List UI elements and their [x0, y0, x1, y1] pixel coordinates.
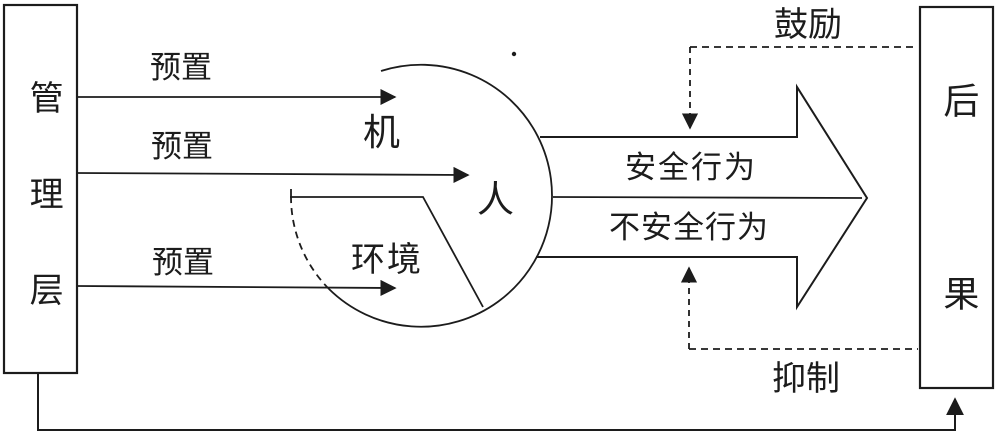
- unsafe-behavior-label: 不安全行为: [609, 210, 769, 245]
- system-circle-arc: [328, 63, 553, 328]
- safe-behavior-label: 安全行为: [625, 150, 757, 185]
- preset-arrow-3: [76, 279, 397, 297]
- print-dot: [511, 51, 517, 57]
- preset-arrow-2: [76, 166, 470, 184]
- behavior-arrow-divider: [552, 196, 863, 199]
- preset-label-1: 预置: [150, 50, 212, 85]
- preset-label-2: 预置: [151, 129, 213, 164]
- management-box: [2, 3, 79, 375]
- person-label: 人: [477, 179, 514, 220]
- consequence-box: [918, 5, 995, 390]
- machine-label: 机: [363, 112, 400, 153]
- feedback-loop-line: [37, 373, 964, 431]
- behavior-arrow-outline: [536, 83, 869, 311]
- suppress-label: 抑制: [772, 360, 840, 398]
- encourage-label: 鼓励: [774, 6, 842, 44]
- system-circle-dashed-arc: [290, 195, 330, 290]
- environment-label: 环境: [351, 241, 423, 279]
- consequence-label: 后果: [938, 82, 980, 441]
- environment-sector-divider: [291, 196, 484, 308]
- preset-label-3: 预置: [152, 245, 214, 280]
- management-label: 管理层: [24, 80, 63, 368]
